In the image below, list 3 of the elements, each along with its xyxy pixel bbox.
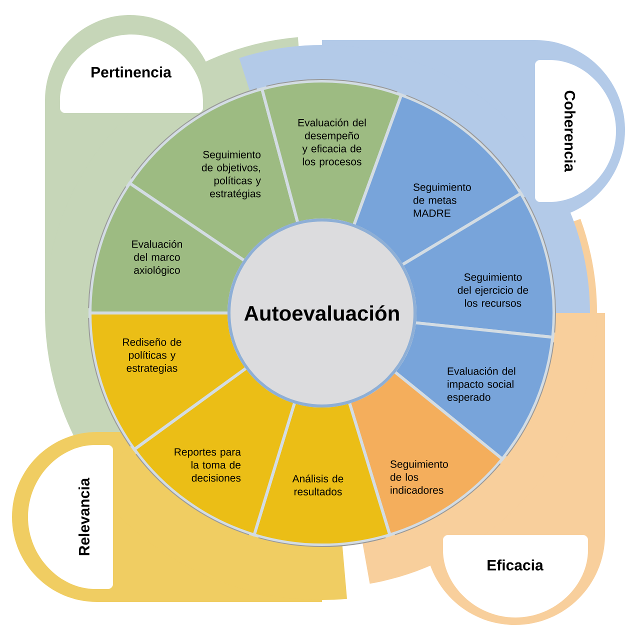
ring-segment: Evaluación del impacto social esperado	[392, 321, 554, 461]
ring-segment: Análisis de resultados	[252, 400, 392, 548]
ring-segment: Evaluación del desempeño y eficacia de los procesos	[260, 78, 403, 228]
